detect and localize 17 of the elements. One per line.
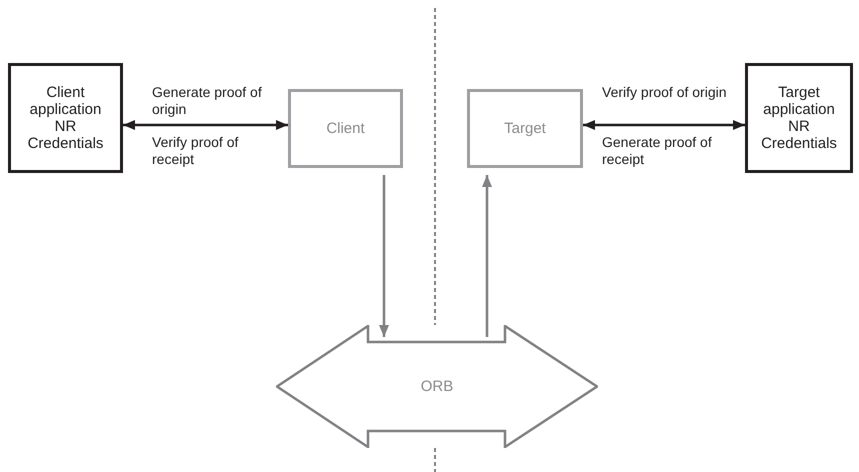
arrow [379,175,389,337]
arrow [123,120,288,130]
text-label: Generate proof of receipt [602,134,713,168]
edge-label: Generate proof of origin [152,84,263,118]
process-box [288,89,403,168]
node-label: Client [326,120,365,137]
node-label: Target [504,120,546,137]
process-box [8,63,123,173]
process-box [467,89,583,168]
node-label: Target application NR Credentials [760,84,838,152]
arrow [583,120,745,130]
node-label: ORB [420,378,454,395]
edge-label: Verify proof of origin [602,84,727,101]
arrow [482,175,492,337]
process-box [745,63,853,173]
node-label: Client application NR Credentials [26,84,104,152]
text-label: Verify proof of receipt [152,134,240,168]
